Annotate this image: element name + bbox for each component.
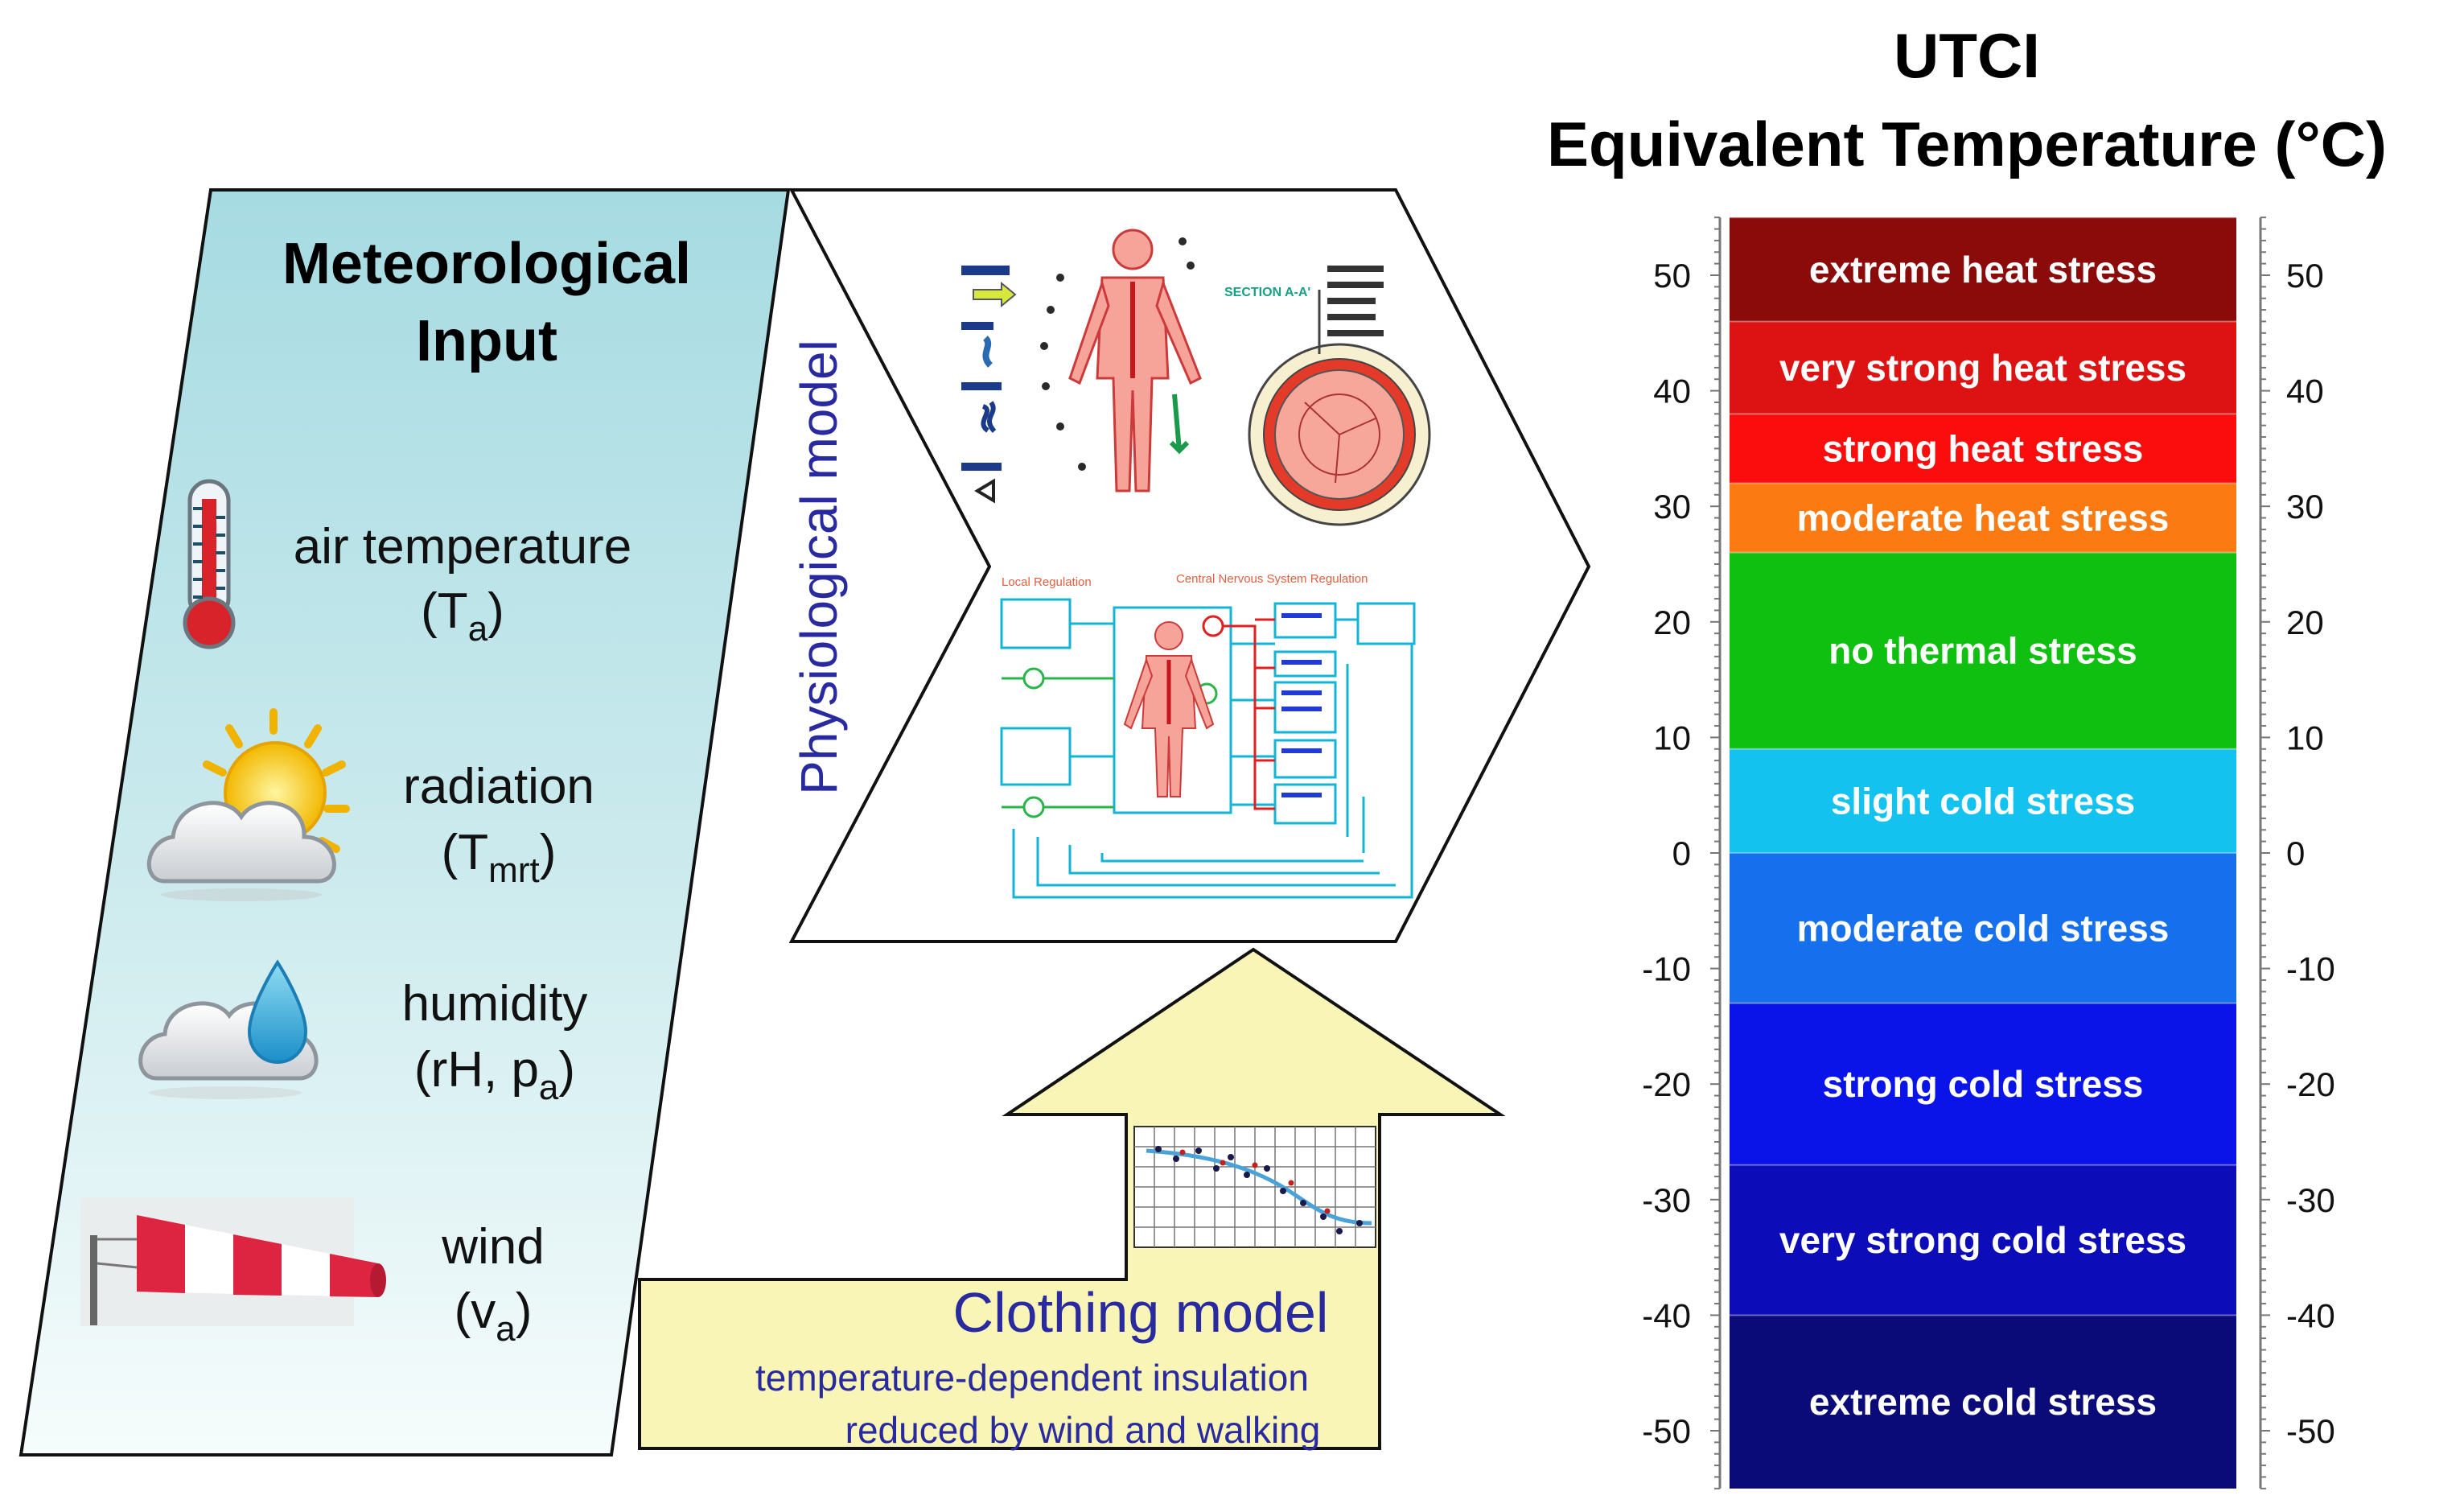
tick-label-left: -40: [1642, 1296, 1691, 1334]
windsock-icon: [80, 1197, 386, 1326]
utci-bands: extreme heat stress very strong heat stre…: [1730, 216, 2236, 1489]
humidity-label: humidity: [402, 976, 588, 1032]
physiological-model-label: Physiological model: [790, 340, 848, 795]
clothing-model-arrow: Clothing model temperature-dependent ins…: [638, 947, 1506, 1451]
utci-band: [1730, 748, 2236, 853]
utci-band: [1730, 552, 2236, 749]
utci-rulers: [1710, 216, 2270, 1489]
body-model-figure: SECTION A-A': [961, 229, 1431, 526]
tick-label-left: -50: [1642, 1412, 1691, 1450]
tick-label-right: 0: [2286, 834, 2305, 872]
utci-tick-labels: 50 50 40 40 30 30 20 20 10 10 0 0 -10 -10 -20 -20 -30 -30…: [1642, 257, 2334, 1450]
tick-label-left: -10: [1642, 950, 1691, 988]
clothing-model-line1: temperature-dependent insulation: [755, 1357, 1309, 1399]
tick-label-left: 0: [1672, 834, 1691, 872]
tick-label-right: 30: [2286, 488, 2324, 525]
tick-label-right: 40: [2286, 373, 2324, 410]
utci-band-label: no thermal stress: [1828, 630, 2137, 672]
utci-band: [1730, 321, 2236, 414]
utci-band-label: extreme heat stress: [1809, 249, 2157, 290]
utci-band: [1730, 1315, 2236, 1489]
physiological-model-panel: Physiological model SECTION A-A': [788, 188, 1591, 943]
tick-label-right: 20: [2286, 604, 2324, 641]
utci-band-label: strong cold stress: [1823, 1063, 2144, 1105]
utci-band-label: moderate heat stress: [1797, 497, 2170, 539]
meteorological-title-line2: Input: [416, 309, 557, 373]
tick-label-right: -50: [2286, 1412, 2335, 1450]
utci-band-label: strong heat stress: [1823, 427, 2144, 469]
wind-symbol: (va): [455, 1283, 533, 1349]
utci-band-label: very strong cold stress: [1779, 1219, 2186, 1261]
clothing-insulation-plot: [1133, 1126, 1376, 1248]
utci-band-label: very strong heat stress: [1779, 347, 2186, 389]
cns-regulation-label: Central Nervous System Regulation: [1176, 572, 1368, 586]
regulation-schematic: Local Regulation Central Nervous System …: [1000, 572, 1416, 899]
utci-band-label: moderate cold stress: [1797, 907, 2170, 949]
section-label: SECTION A-A': [1224, 286, 1310, 299]
utci-band: [1730, 483, 2236, 553]
tick-label-right: 50: [2286, 257, 2324, 295]
tick-label-left: 10: [1653, 719, 1691, 756]
cloud-drop-icon: [138, 959, 319, 1099]
tick-label-right: -30: [2286, 1181, 2335, 1219]
tick-label-left: 20: [1653, 604, 1691, 641]
utci-band: [1730, 414, 2236, 484]
local-regulation-label: Local Regulation: [1002, 575, 1092, 589]
radiation-label: radiation: [403, 759, 594, 814]
meteorological-panel: Meteorological Input air temperature (Ta…: [19, 188, 791, 1456]
wind-label: wind: [441, 1219, 545, 1275]
clothing-arrow-shape: [638, 947, 1506, 1450]
tick-label-left: -30: [1642, 1181, 1691, 1219]
radiation-symbol: (Tmrt): [442, 825, 557, 890]
humidity-symbol: (rH, pa): [414, 1042, 575, 1107]
physiological-chevron: [788, 188, 1591, 943]
meteorological-title-line1: Meteorological: [282, 232, 691, 296]
tick-label-left: 30: [1653, 488, 1691, 525]
air-temperature-symbol: (Ta): [421, 583, 504, 649]
clothing-model-title: Clothing model: [953, 1281, 1329, 1344]
tick-label-left: 50: [1653, 257, 1691, 295]
utci-scale: UTCI Equivalent Temperature (°C) extreme…: [1547, 20, 2387, 1489]
utci-band: [1730, 853, 2236, 1003]
utci-subtitle: Equivalent Temperature (°C): [1547, 109, 2387, 179]
tick-label-left: 40: [1653, 373, 1691, 410]
air-temperature-label: air temperature: [294, 519, 631, 575]
sun-cloud-icon: [146, 708, 350, 901]
clothing-model-line2: reduced by wind and walking: [845, 1409, 1321, 1451]
utci-title: UTCI: [1894, 20, 2040, 91]
tick-label-right: 10: [2286, 719, 2324, 756]
utci-band-label: slight cold stress: [1831, 780, 2135, 822]
utci-band: [1730, 1003, 2236, 1165]
tick-label-left: -20: [1642, 1065, 1691, 1103]
tick-label-right: -10: [2286, 950, 2335, 988]
thermometer-icon: [183, 479, 236, 649]
tick-label-right: -20: [2286, 1065, 2335, 1103]
utci-band: [1730, 217, 2236, 322]
tick-label-right: -40: [2286, 1296, 2335, 1334]
utci-band-label: extreme cold stress: [1809, 1381, 2157, 1423]
utci-band: [1730, 1164, 2236, 1316]
